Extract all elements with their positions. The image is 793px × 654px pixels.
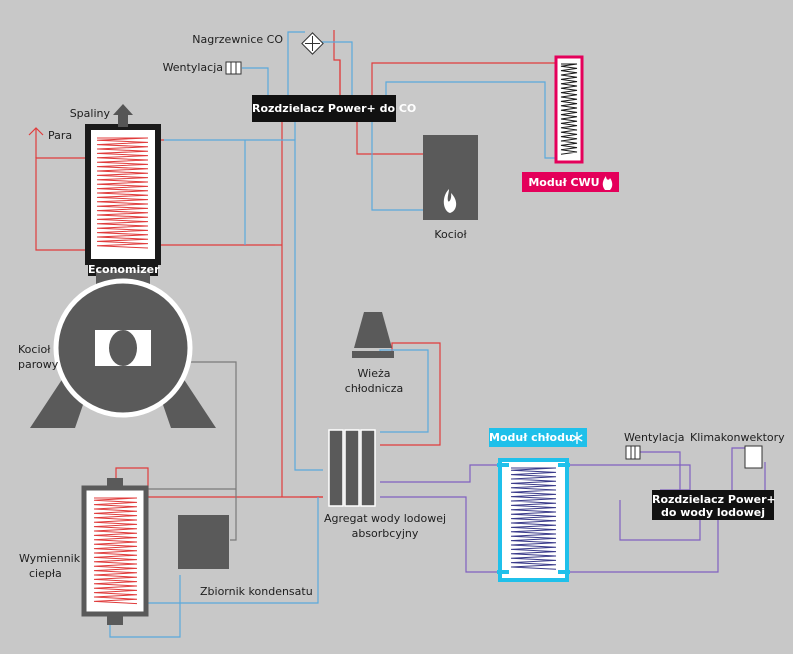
label-condensate-tank: Zbiornik kondensatu	[200, 585, 313, 598]
arrow-up-icon	[113, 104, 133, 127]
cooling-tower	[352, 312, 394, 358]
vent-grille-icon	[625, 445, 641, 460]
label-steam-boiler-1: Kocioł	[18, 343, 51, 356]
label-chiller-2: absorbcyjny	[351, 527, 419, 540]
steam-boiler	[30, 270, 216, 428]
chilled-pipes	[380, 447, 766, 573]
cwu-module	[522, 55, 619, 192]
chilled-distributor-label-1: Rozdzielacz Power+	[652, 493, 776, 506]
cooling-coil	[510, 467, 557, 570]
label-fan-coils: Klimakonwektory	[690, 431, 785, 444]
co-distributor-label: Rozdzielacz Power+ do CO	[252, 102, 417, 115]
condensate-pipes	[148, 361, 237, 541]
label-ventilation-right: Wentylacja	[624, 431, 685, 444]
chilled-distributor-box	[652, 490, 774, 520]
co-distributor-box	[252, 95, 396, 122]
condensate-tank	[178, 515, 229, 569]
label-exhaust: Spaliny	[69, 107, 110, 120]
label-steam-boiler-2: parowy	[18, 358, 59, 371]
label-steam: Para	[48, 129, 73, 142]
heat-exchanger-coil	[93, 497, 138, 605]
snowflake-icon	[571, 432, 583, 444]
fan-coil-icon	[744, 445, 763, 469]
cooling-module	[489, 428, 587, 582]
label-cooling-tower-1: Wieża	[357, 367, 391, 380]
label-heat-exchanger-2: ciepła	[29, 567, 62, 580]
absorption-chiller	[328, 429, 376, 507]
cold-pipes	[109, 31, 556, 638]
label-cooling-tower-2: chłodnicza	[344, 382, 404, 395]
cwu-module-tag	[522, 172, 619, 192]
label-boiler: Kocioł	[434, 228, 467, 241]
cooling-module-label: Moduł chłodu	[489, 431, 573, 444]
economizer-label: Economizer	[88, 263, 160, 276]
label-ventilation-top: Wentylacja	[162, 61, 223, 74]
cwu-coil	[560, 63, 578, 155]
vent-grille-icon	[225, 61, 242, 75]
cwu-module-label: Moduł CWU	[528, 176, 600, 189]
flame-icon	[443, 189, 457, 213]
chilled-distributor-label-2: do wody lodowej	[660, 506, 765, 519]
heat-exchanger	[81, 478, 149, 625]
label-heat-exchanger-1: Wymiennik	[19, 552, 81, 565]
flame-icon	[602, 176, 613, 190]
cooling-module-tag	[489, 428, 587, 447]
label-chiller-1: Agregat wody lodowej	[323, 512, 447, 525]
economizer-coil	[96, 137, 149, 249]
label-heaters: Nagrzewnice CO	[192, 33, 283, 46]
heater-icon	[301, 32, 324, 55]
boiler	[423, 135, 478, 220]
